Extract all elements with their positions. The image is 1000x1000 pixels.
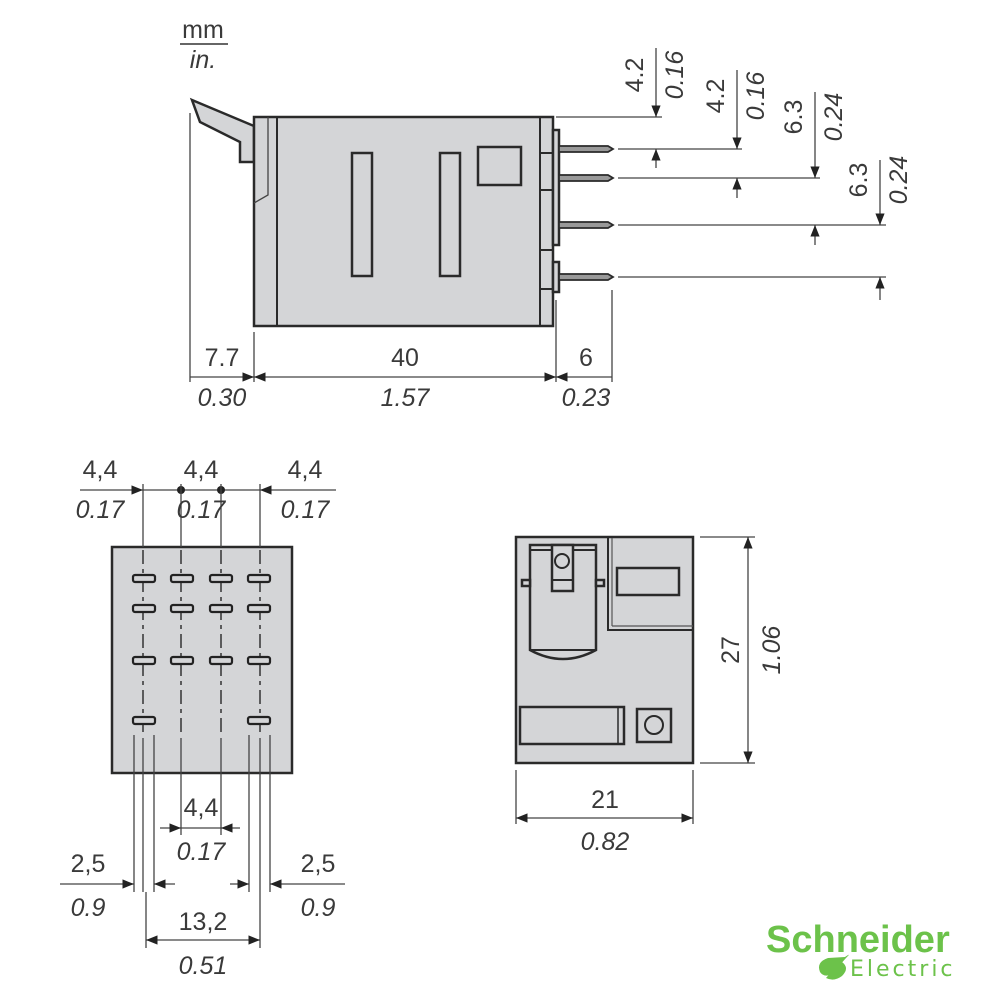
dim-mm: 4.2: [621, 58, 649, 93]
top-dimension: [80, 485, 336, 495]
dim-mm: 4.2: [702, 79, 730, 114]
bottom-view: 4,4 0.17 4,4 0.17 4,4 0.17 4,4 0.17 2,5 …: [60, 456, 345, 980]
dim-mm: 4,4: [288, 456, 323, 484]
dim-in: 0.17: [177, 496, 227, 524]
dim-in: 0.16: [742, 72, 770, 121]
dim-in: 0.9: [301, 894, 336, 922]
pins: [558, 145, 615, 281]
units-legend: mm in.: [180, 16, 228, 74]
dim-in: 0.9: [71, 894, 106, 922]
schneider-electric-logo: Schneider Electric: [766, 919, 956, 982]
dim-in: 0.24: [820, 93, 848, 142]
dim-in: 0.82: [581, 828, 630, 856]
front-view: 27 1.06 21 0.82: [514, 535, 786, 856]
dim-in: 0.51: [179, 952, 228, 980]
dim-in: 0.16: [661, 51, 689, 100]
dim-mm: 4,4: [83, 456, 118, 484]
side-view: 7.7 0.30 40 1.57 6 0.23 4.2 0.16 4.2 0.1…: [189, 48, 913, 412]
dim-in: 1.57: [381, 384, 431, 412]
dim-mm: 21: [591, 786, 619, 814]
pin-slots: [131, 573, 272, 726]
dim-in: 0.23: [562, 384, 611, 412]
dim-in: 0.24: [885, 156, 913, 205]
dim-mm: 27: [717, 636, 745, 664]
dim-mm: 6.3: [845, 163, 873, 198]
dim-in: 0.30: [198, 384, 247, 412]
dim-mm: 2,5: [71, 850, 106, 878]
logo-mark-icon: [819, 954, 849, 980]
dim-mm: 6: [579, 344, 593, 372]
unit-mm: mm: [182, 16, 224, 44]
logo-name: Schneider: [766, 919, 950, 961]
dim-mm: 4,4: [184, 794, 219, 822]
dim-mm: 4,4: [184, 456, 219, 484]
dim-in: 0.17: [76, 496, 126, 524]
dim-in: 0.17: [177, 838, 227, 866]
dim-in: 1.06: [758, 626, 786, 675]
dim-mm: 7.7: [205, 344, 240, 372]
dim-mm: 40: [391, 344, 419, 372]
dim-mm: 6.3: [780, 100, 808, 135]
release-lever: [189, 97, 256, 164]
dim-mm: 2,5: [301, 850, 336, 878]
dim-mm: 13,2: [179, 908, 228, 936]
unit-in: in.: [190, 46, 216, 74]
dim-in: 0.17: [281, 496, 331, 524]
logo-sub: Electric: [850, 957, 956, 982]
